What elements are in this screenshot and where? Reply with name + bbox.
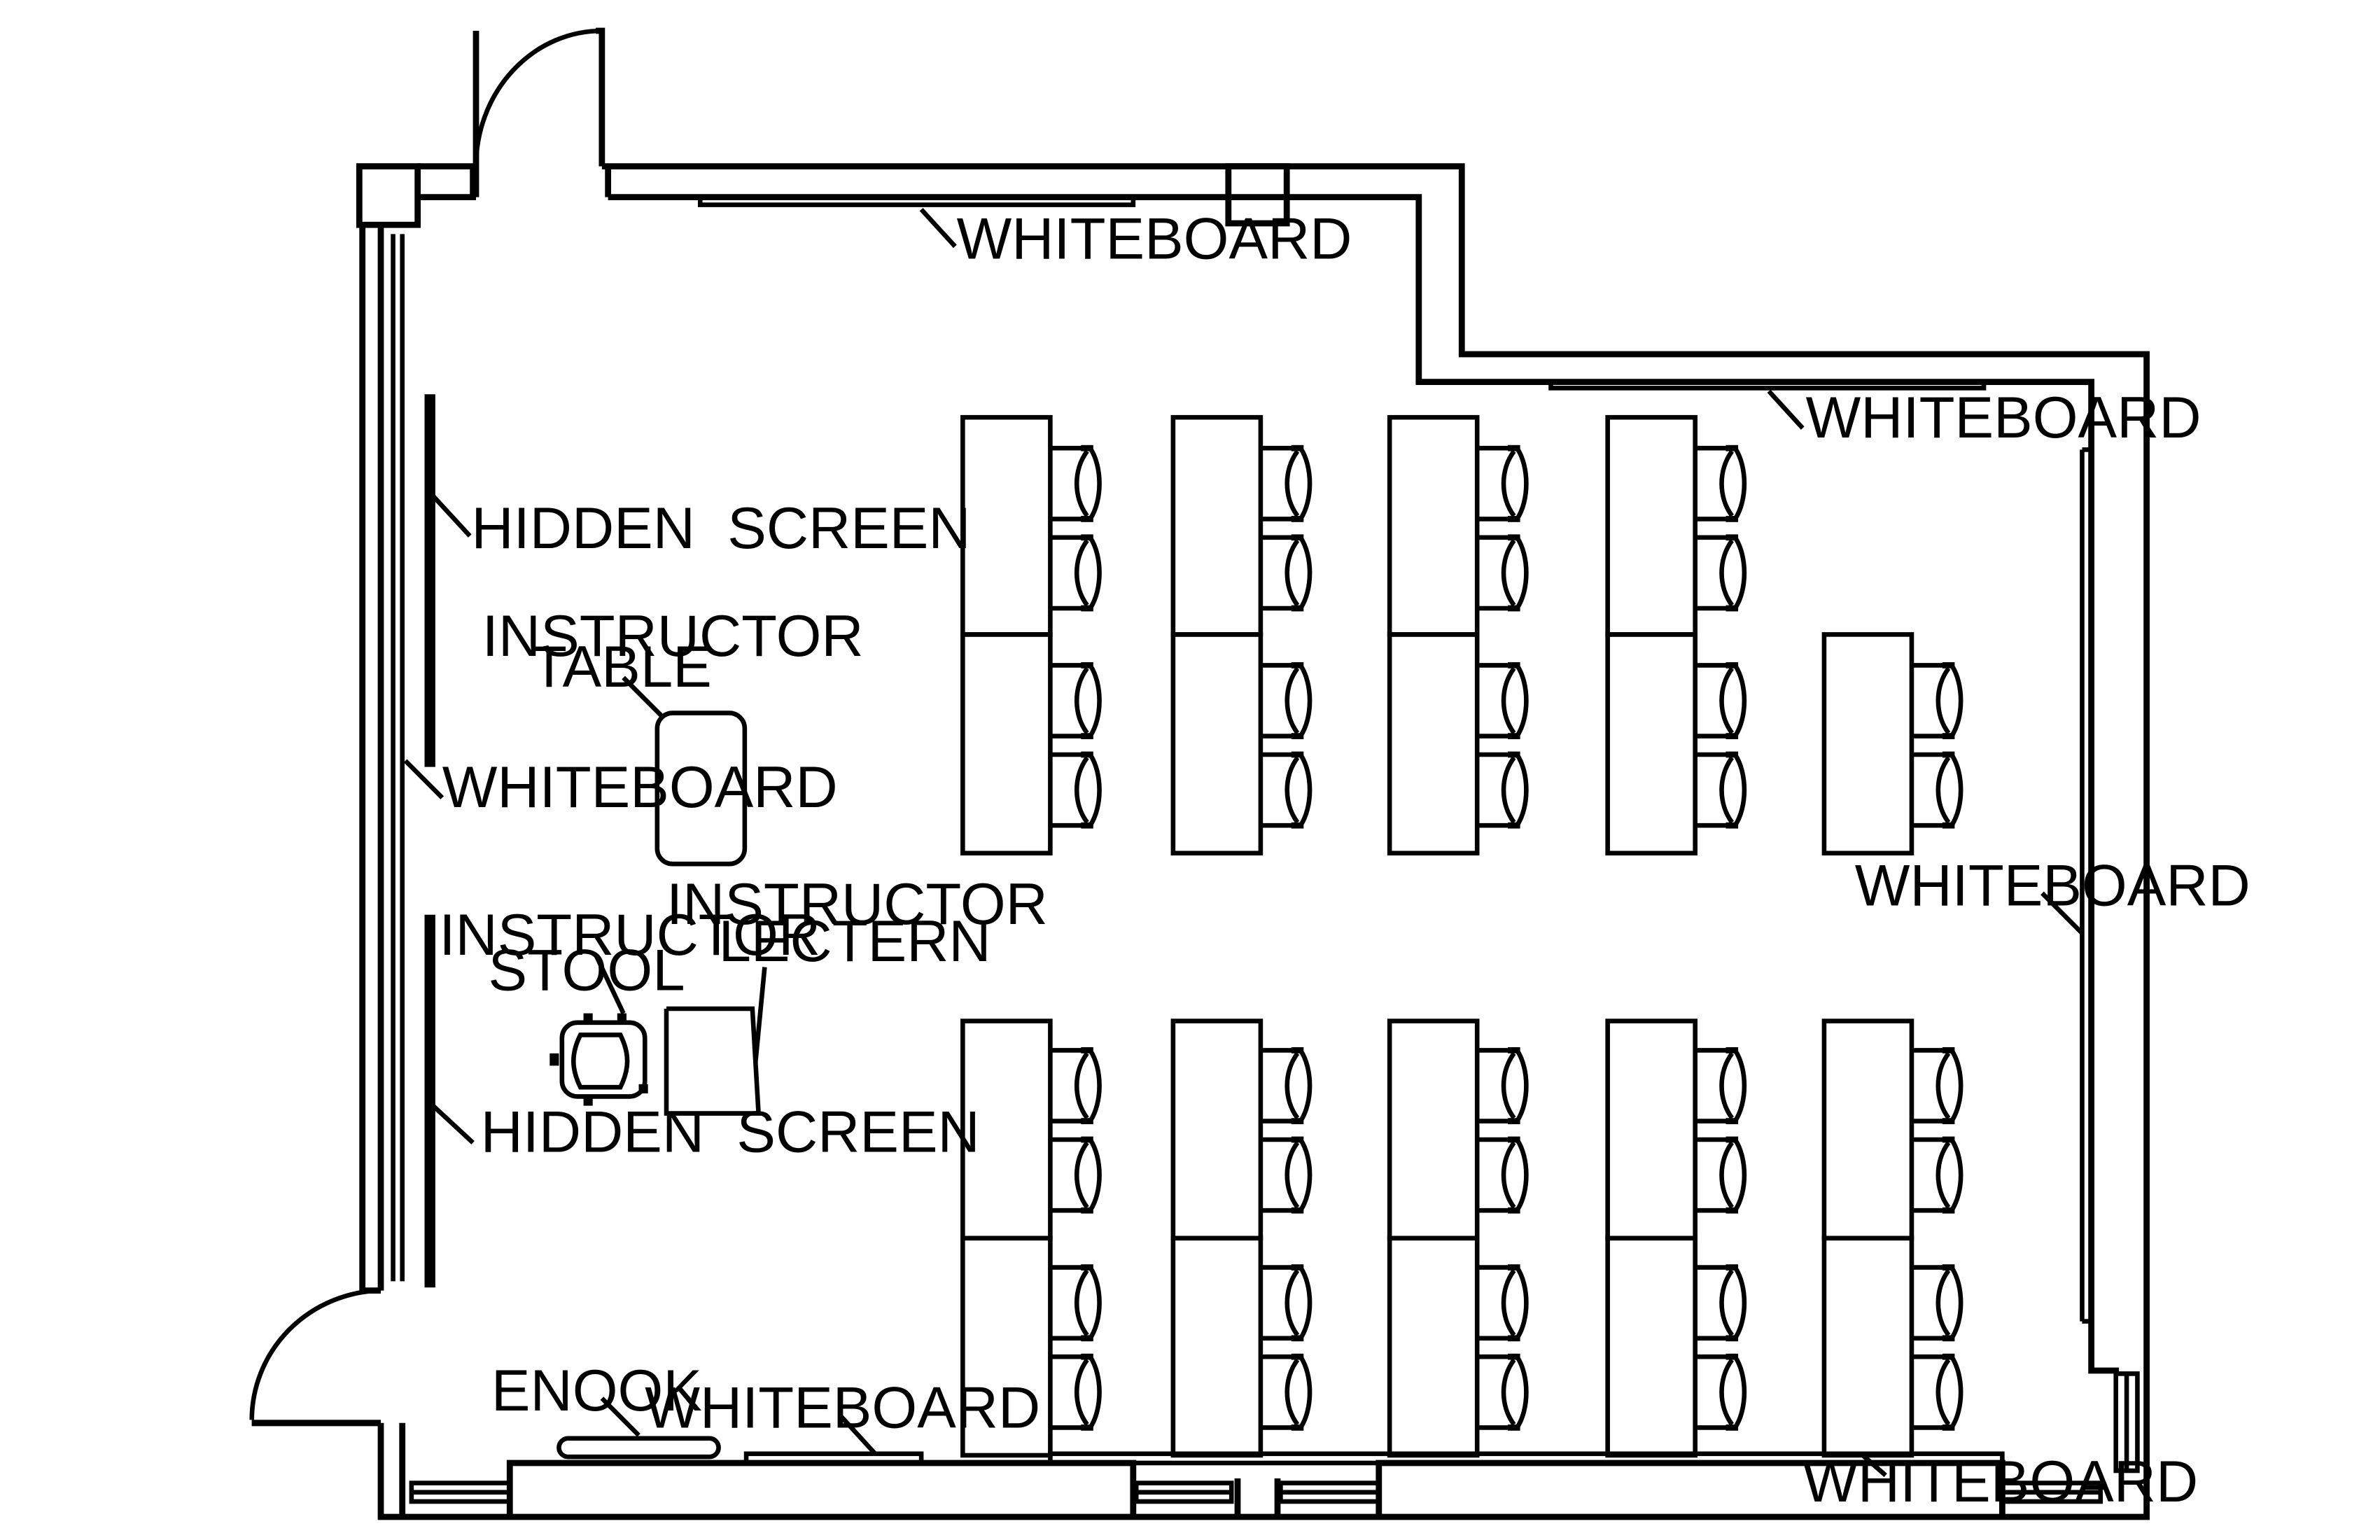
- student-desk: [1605, 414, 1698, 637]
- student-desk: [1605, 632, 1698, 856]
- label-whiteboard-top-right: WHITEBOARD: [1806, 384, 2202, 450]
- student-chair: [1911, 662, 1963, 739]
- student-chair: [1477, 662, 1529, 739]
- student-chair: [1911, 1264, 1963, 1342]
- student-chair: [1477, 1353, 1529, 1431]
- student-chair: [1477, 751, 1529, 829]
- whiteboard-fixtures: [697, 195, 2005, 1466]
- student-chair: [1050, 1047, 1102, 1124]
- label-whiteboard-top: WHITEBOARD: [957, 205, 1352, 271]
- student-chair: [1050, 534, 1102, 612]
- student-desk: [1821, 1018, 1914, 1241]
- student-chair: [1911, 1353, 1963, 1431]
- instructor-lectern: [664, 1006, 762, 1116]
- student-chair: [1050, 751, 1102, 829]
- student-chair: [1911, 1047, 1963, 1124]
- student-chair: [1695, 1136, 1747, 1214]
- student-chair: [1260, 751, 1312, 829]
- student-desk: [1170, 632, 1264, 856]
- label-hidden-screen-upper: HIDDEN SCREEN: [471, 495, 970, 561]
- student-chair: [1050, 1136, 1102, 1214]
- label-whiteboard-left: WHITEBOARD: [442, 754, 838, 820]
- student-desk: [1387, 1236, 1480, 1458]
- student-chair: [1477, 444, 1529, 522]
- student-desk: [1821, 1236, 1914, 1458]
- leader-lines: [403, 207, 2084, 1478]
- student-chair: [1695, 662, 1747, 739]
- student-desk: [1605, 1236, 1698, 1458]
- student-desk: [1170, 414, 1264, 637]
- student-desk: [1821, 632, 1914, 856]
- student-chair: [1477, 534, 1529, 612]
- student-desk: [1170, 1236, 1264, 1458]
- student-chairs: [1050, 444, 1963, 1431]
- student-chair: [1477, 1264, 1529, 1342]
- label-instructor-stool-1: INSTRUCTOR: [439, 902, 820, 967]
- student-chair: [1050, 662, 1102, 739]
- student-chair: [1477, 1136, 1529, 1214]
- student-chair: [1695, 1264, 1747, 1342]
- student-desk: [1170, 1018, 1264, 1241]
- label-whiteboard-bottom-right: WHITEBOARD: [1802, 1448, 2198, 1514]
- instructor-table: [654, 710, 748, 867]
- label-enook: ENOOK: [491, 1357, 702, 1423]
- label-whiteboard-right: WHITEBOARD: [1855, 852, 2250, 918]
- student-chair: [1050, 444, 1102, 522]
- enook: [556, 1436, 721, 1460]
- student-desk: [960, 414, 1053, 637]
- student-chair: [1695, 1353, 1747, 1431]
- student-chair: [1695, 444, 1747, 522]
- student-chair: [1260, 534, 1312, 612]
- student-chair: [1477, 1047, 1529, 1124]
- label-instructor-lectern-1: INSTRUCTOR: [666, 871, 1048, 937]
- student-chair: [1260, 662, 1312, 739]
- student-chair: [1050, 1264, 1102, 1342]
- student-desk: [960, 632, 1053, 856]
- label-instructor-table-1: INSTRUCTOR: [482, 603, 864, 668]
- label-instructor-table-2: TABLE: [531, 634, 712, 699]
- student-chair: [1260, 1047, 1312, 1124]
- door-top: [472, 28, 602, 197]
- student-chair: [1260, 444, 1312, 522]
- student-chair: [1260, 1136, 1312, 1214]
- door-bottom-left: [249, 1288, 382, 1427]
- label-whiteboard-bottom: WHITEBOARD: [645, 1374, 1040, 1440]
- student-chair: [1260, 1353, 1312, 1431]
- student-desk: [1387, 1018, 1480, 1241]
- student-chair: [1260, 1264, 1312, 1342]
- label-instructor-stool-2: STOOL: [489, 937, 685, 1002]
- student-desks: [960, 414, 1914, 1458]
- student-chair: [1695, 534, 1747, 612]
- labels: WHITEBOARD WHITEBOARD HIDDEN SCREEN INST…: [439, 205, 2250, 1514]
- label-hidden-screen-lower: HIDDEN SCREEN: [481, 1098, 980, 1164]
- label-instructor-lectern-2: LECTERN: [719, 908, 991, 974]
- student-desk: [1605, 1018, 1698, 1241]
- student-desk: [1387, 632, 1480, 856]
- student-chair: [1911, 1136, 1963, 1214]
- student-desk: [1387, 414, 1480, 637]
- student-chair: [1695, 751, 1747, 829]
- student-chair: [1695, 1047, 1747, 1124]
- student-desk: [960, 1236, 1053, 1458]
- student-chair: [1911, 751, 1963, 829]
- student-chair: [1050, 1353, 1102, 1431]
- instructor-stool: [550, 1013, 648, 1106]
